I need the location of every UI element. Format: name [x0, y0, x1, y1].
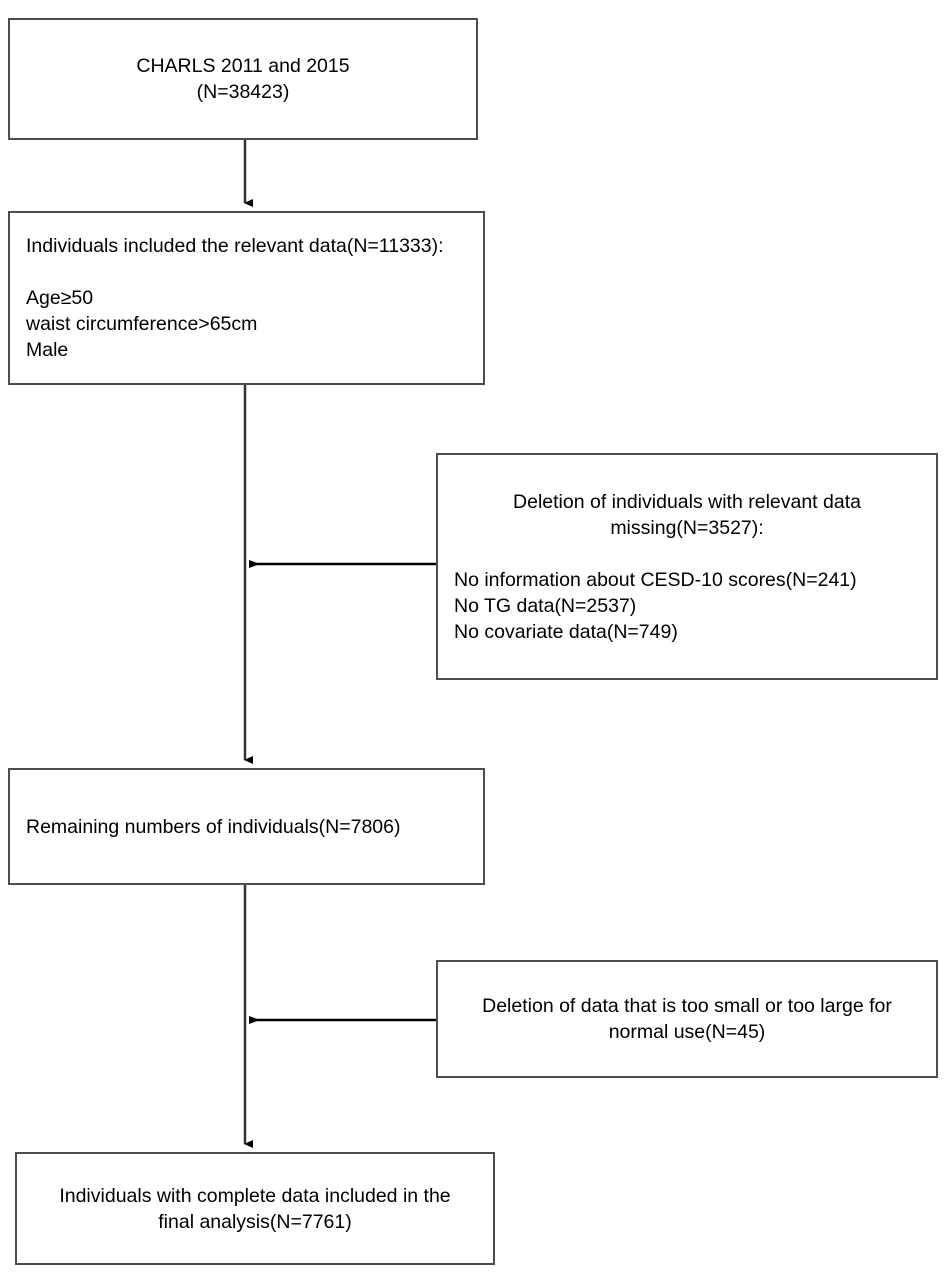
- included-relevant-criterion-waist: waist circumference>65cm: [26, 313, 258, 335]
- included-relevant-criterion-age: Age≥50: [26, 287, 94, 309]
- excluded-missing-reason-tg: No TG data(N=2537): [454, 594, 637, 617]
- node-excluded-outliers: Deletion of data that is too small or to…: [436, 960, 938, 1078]
- excluded-missing-header-line-2: missing(N=3527):: [610, 516, 764, 539]
- node-excluded-missing: Deletion of individuals with relevant da…: [436, 453, 938, 680]
- included-relevant-spacer: [10, 259, 483, 285]
- excluded-outliers-line-1: Deletion of data that is too small or to…: [482, 995, 892, 1017]
- source-cohort-line-2: (N=38423): [196, 81, 290, 103]
- excluded-missing-spacer: [438, 541, 936, 567]
- source-cohort-line-1: CHARLS 2011 and 2015: [136, 55, 350, 77]
- excluded-missing-header-line-1: Deletion of individuals with relevant da…: [513, 490, 861, 513]
- node-source-cohort: CHARLS 2011 and 2015 (N=38423): [8, 18, 478, 140]
- node-final-sample: Individuals with complete data included …: [15, 1152, 495, 1265]
- remaining-line-1: Remaining numbers of individuals(N=7806): [26, 815, 401, 838]
- included-relevant-criterion-sex: Male: [26, 339, 69, 361]
- included-relevant-header: Individuals included the relevant data(N…: [26, 235, 444, 257]
- node-included-relevant: Individuals included the relevant data(N…: [8, 211, 485, 385]
- excluded-missing-reason-covariate: No covariate data(N=749): [454, 620, 678, 643]
- final-sample-line-2: final analysis(N=7761): [158, 1210, 352, 1233]
- final-sample-line-1: Individuals with complete data included …: [59, 1184, 451, 1207]
- excluded-missing-reason-cesd: No information about CESD-10 scores(N=24…: [454, 568, 857, 591]
- excluded-outliers-line-2: normal use(N=45): [608, 1021, 766, 1043]
- node-remaining: Remaining numbers of individuals(N=7806): [8, 768, 485, 885]
